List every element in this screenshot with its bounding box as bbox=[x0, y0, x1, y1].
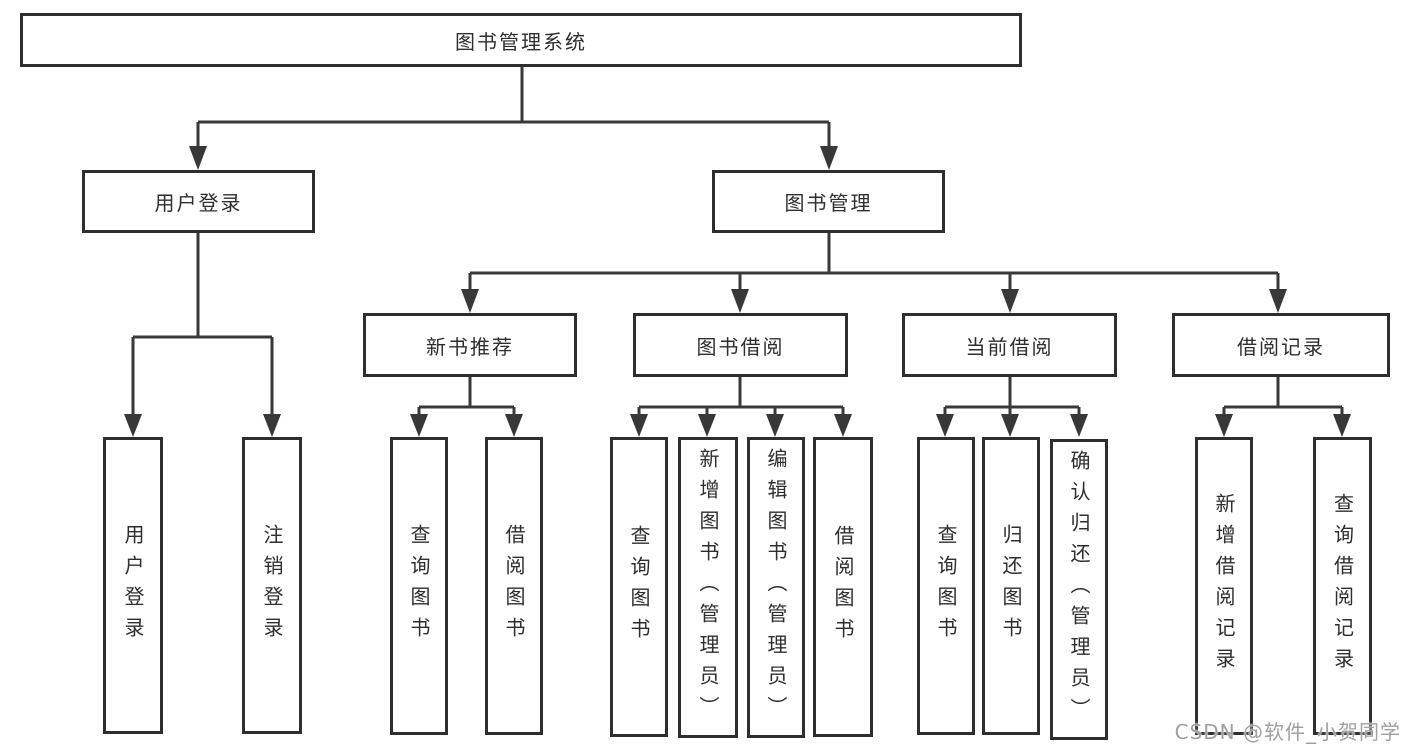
leaf-bb-add-books-admin-label: 新增图书（管理员） bbox=[696, 448, 720, 727]
leaf-br-query-record-label: 查询借阅记录 bbox=[1330, 493, 1355, 679]
node-user-login-label: 用户登录 bbox=[154, 191, 243, 215]
leaf-bb-edit-books-admin: 编辑图书（管理员） bbox=[747, 437, 805, 738]
node-borrowing-records: 借阅记录 bbox=[1172, 313, 1390, 377]
leaf-bb-add-books-admin: 新增图书（管理员） bbox=[678, 437, 738, 738]
node-new-book-recommend: 新书推荐 bbox=[363, 313, 577, 377]
leaf-cb-query-books-label: 查询图书 bbox=[934, 524, 958, 648]
leaf-nb-borrow-books-label: 借阅图书 bbox=[502, 524, 526, 648]
leaf-cb-confirm-return-admin-label: 确认归还（管理员） bbox=[1067, 450, 1091, 729]
leaf-cb-return-books: 归还图书 bbox=[982, 437, 1040, 735]
node-root: 图书管理系统 bbox=[20, 13, 1022, 67]
node-root-label: 图书管理系统 bbox=[455, 29, 587, 54]
leaf-nb-query-books-label: 查询图书 bbox=[407, 524, 431, 648]
leaf-br-add-record-label: 新增借阅记录 bbox=[1212, 493, 1236, 679]
leaf-bb-borrow-books: 借阅图书 bbox=[813, 437, 873, 737]
node-current-borrowing-label: 当前借阅 bbox=[965, 334, 1054, 359]
leaf-user-login: 用户登录 bbox=[103, 437, 163, 734]
leaf-logout-login-label: 注销登录 bbox=[260, 523, 284, 648]
leaf-cb-confirm-return-admin: 确认归还（管理员） bbox=[1050, 439, 1108, 740]
node-book-borrowing-label: 图书借阅 bbox=[696, 334, 785, 359]
node-book-management-label: 图书管理 bbox=[784, 191, 873, 215]
csdn-watermark: CSDN @软件_小贺同学 bbox=[1174, 720, 1401, 744]
leaf-logout-login: 注销登录 bbox=[242, 437, 302, 734]
leaf-user-login-label: 用户登录 bbox=[121, 523, 145, 648]
node-new-book-recommend-label: 新书推荐 bbox=[426, 334, 514, 359]
leaf-nb-query-books: 查询图书 bbox=[390, 437, 448, 735]
leaf-bb-borrow-books-label: 借阅图书 bbox=[831, 525, 855, 649]
leaf-nb-borrow-books: 借阅图书 bbox=[485, 437, 543, 735]
leaf-bb-query-books-label: 查询图书 bbox=[627, 525, 651, 649]
leaf-bb-query-books: 查询图书 bbox=[610, 437, 668, 737]
node-user-login: 用户登录 bbox=[82, 170, 315, 233]
leaf-bb-edit-books-admin-label: 编辑图书（管理员） bbox=[764, 448, 788, 727]
leaf-br-query-record: 查询借阅记录 bbox=[1313, 437, 1372, 735]
node-current-borrowing: 当前借阅 bbox=[902, 313, 1117, 377]
node-book-management: 图书管理 bbox=[712, 170, 945, 233]
node-book-borrowing: 图书借阅 bbox=[633, 313, 848, 377]
leaf-br-add-record: 新增借阅记录 bbox=[1195, 437, 1253, 735]
leaf-cb-return-books-label: 归还图书 bbox=[999, 524, 1023, 648]
node-borrowing-records-label: 借阅记录 bbox=[1237, 334, 1325, 359]
leaf-cb-query-books: 查询图书 bbox=[917, 437, 975, 735]
